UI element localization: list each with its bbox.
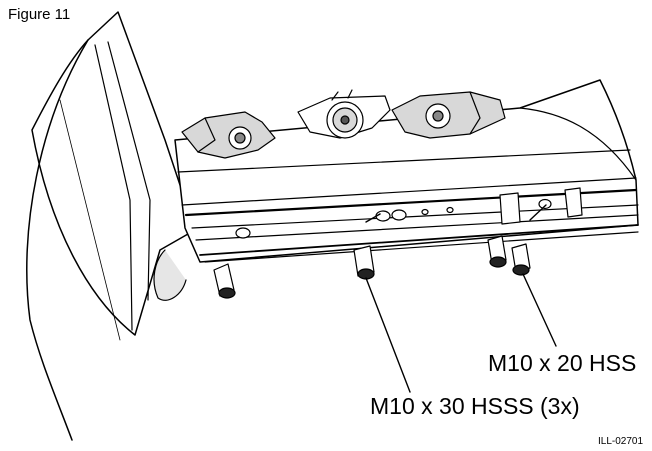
rail-body bbox=[174, 79, 639, 263]
dial-mechanism bbox=[297, 89, 391, 139]
set-screw bbox=[511, 243, 531, 276]
hinge-mechanism-left bbox=[181, 111, 276, 159]
callout-label: M10 x 30 HSSS (3x) bbox=[370, 393, 580, 419]
set-screw bbox=[353, 245, 375, 280]
illustration-code: ILL-02701 bbox=[598, 436, 644, 447]
set-screw bbox=[213, 263, 236, 299]
set-screw bbox=[487, 235, 507, 268]
callout-label: M10 x 20 HSS bbox=[488, 350, 637, 376]
figure-title: Figure 11 bbox=[8, 6, 71, 23]
hinge-mechanism-right bbox=[391, 91, 506, 139]
end-cap-plate bbox=[26, 11, 196, 441]
leader-lines bbox=[365, 204, 557, 393]
